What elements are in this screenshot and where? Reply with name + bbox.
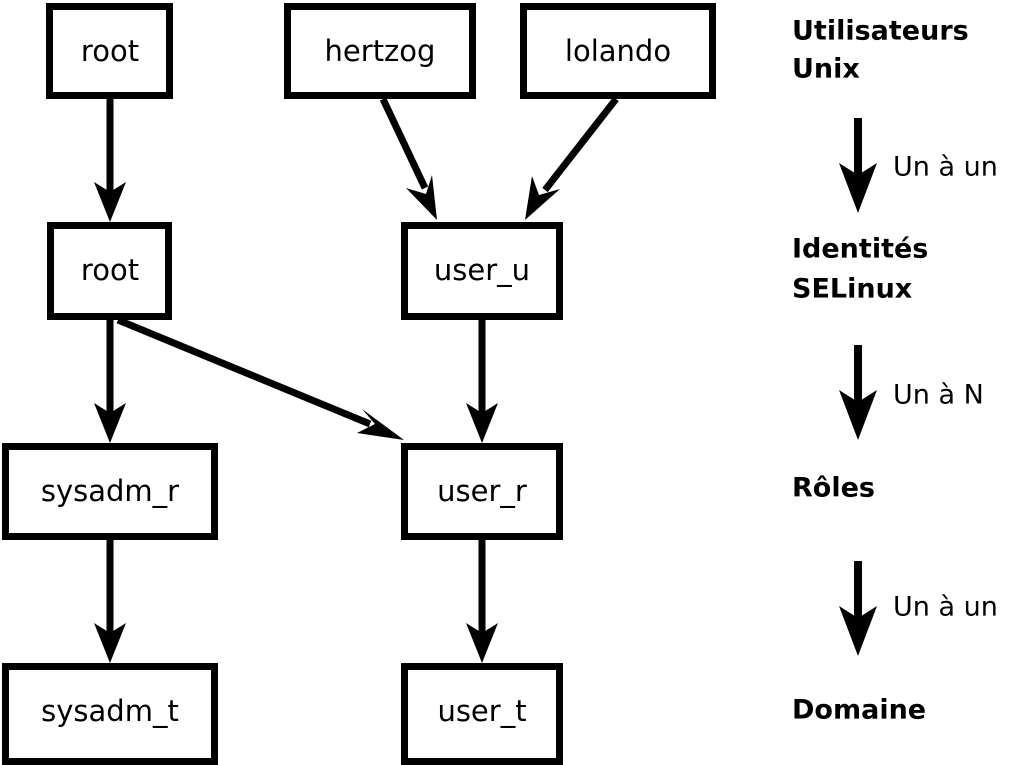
legend-heading-line-2: Unix [792,54,860,85]
edge-unix-root-to-id-root [94,99,126,222]
node-role-user-r[interactable]: user_r [401,443,563,540]
edge-layer [94,96,619,663]
node-unix-lolando[interactable]: lolando [520,3,716,99]
node-box[interactable] [520,3,716,99]
edge-sysadm-r-to-sysadm-t [94,540,126,663]
arrowhead [94,403,126,443]
node-box[interactable] [401,663,563,765]
node-unix-hertzog[interactable]: hertzog [284,3,476,99]
node-label: user_t [437,694,526,728]
legend-column: Utilisateurs Unix Un à un Identités SELi… [792,16,998,726]
legend-relation-identity-to-role: Un à N [839,345,984,440]
node-box[interactable] [46,3,173,99]
edge-user-u-to-user-r [466,320,498,443]
node-label: hertzog [325,34,436,68]
edge-shaft [379,97,429,190]
legend-heading-line-2: SELinux [792,274,912,305]
legend-heading-line-1: Domaine [792,695,926,726]
legend-heading-selinux-identities: Identités SELinux [792,234,928,305]
legend-relation-label: Un à un [893,592,998,623]
arrowhead [357,409,404,440]
node-box[interactable] [2,663,218,765]
node-label: user_u [434,253,530,287]
edge-id-root-to-sysadm-r [94,320,126,443]
edge-shaft [542,96,619,193]
node-label: sysadm_r [41,474,179,508]
legend-relation-label: Un à un [893,152,998,183]
legend-heading-line-1: Rôles [792,473,875,504]
node-box[interactable] [2,443,218,540]
edge-user-r-to-user-t [466,540,498,663]
edge-lolando-to-user-u [525,96,619,220]
node-identity-root[interactable]: root [47,222,172,320]
node-domain-sysadm-t[interactable]: sysadm_t [2,663,218,765]
legend-arrowhead [839,606,877,656]
legend-relation-label: Un à N [893,380,984,411]
node-identity-user-u[interactable]: user_u [401,222,563,320]
arrowhead [525,176,560,220]
legend-arrowhead [839,390,877,440]
edge-id-root-to-user-r [116,316,404,440]
arrowhead [94,182,126,222]
node-label: lolando [565,34,671,68]
legend-heading-line-1: Utilisateurs [792,16,969,47]
node-box[interactable] [401,443,563,540]
legend-heading-roles: Rôles [792,473,875,504]
node-domain-user-t[interactable]: user_t [401,663,563,765]
node-label: root [81,34,139,68]
node-label: root [81,253,139,287]
edge-shaft [116,316,372,428]
node-label: sysadm_t [41,694,179,728]
node-box[interactable] [401,222,563,320]
node-box[interactable] [284,3,476,99]
legend-relation-role-to-domain: Un à un [839,561,998,656]
node-box[interactable] [47,222,172,320]
legend-heading-line-1: Identités [792,234,928,265]
node-label: user_r [437,474,527,508]
legend-heading-domain: Domaine [792,695,926,726]
node-layer: root hertzog lolando root user_u sysadm_ [2,3,716,765]
edge-hertzog-to-user-u [379,97,437,220]
legend-relation-unix-to-identity: Un à un [839,118,998,213]
arrowhead [466,403,498,443]
legend-arrowhead [839,163,877,213]
arrowhead [94,623,126,663]
node-unix-root[interactable]: root [46,3,173,99]
node-role-sysadm-r[interactable]: sysadm_r [2,443,218,540]
legend-heading-unix-users: Utilisateurs Unix [792,16,969,85]
arrowhead [406,175,437,220]
arrowhead [466,623,498,663]
